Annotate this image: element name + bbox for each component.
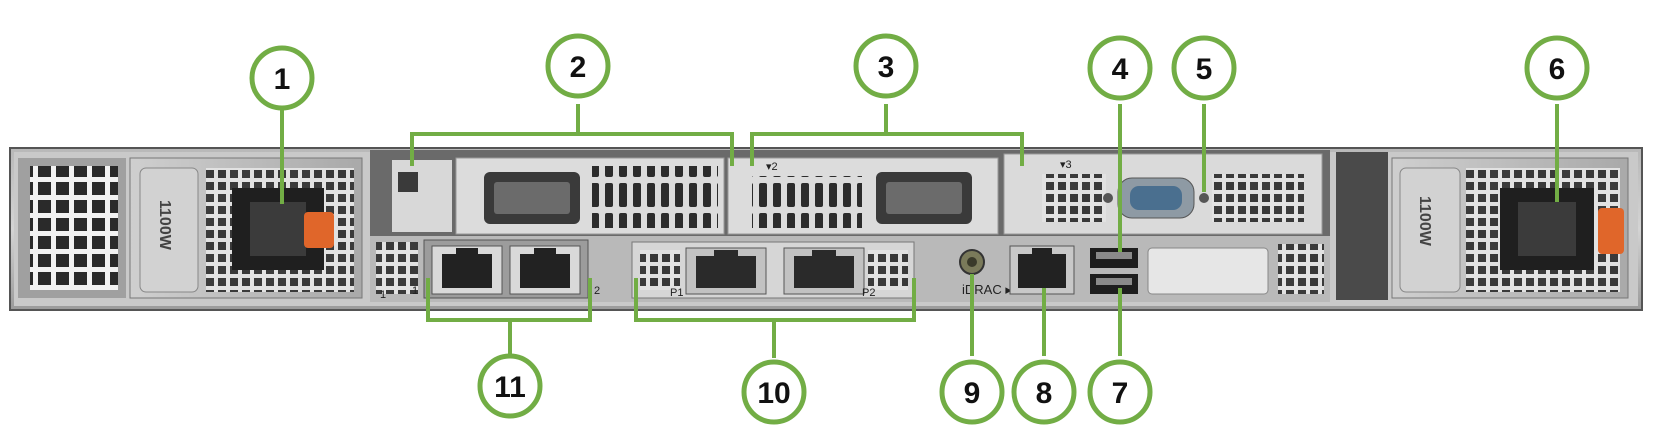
psu-2-wattage: 1100W bbox=[1416, 196, 1433, 247]
psu-bay-1-label: 1 bbox=[380, 289, 386, 301]
callout-2-label: 2 bbox=[570, 51, 587, 84]
callout-leaders bbox=[280, 104, 1559, 358]
psu-2-handle bbox=[1399, 167, 1461, 293]
right-psu-latch-area bbox=[1336, 152, 1388, 300]
serial-port-connector bbox=[1130, 186, 1182, 210]
callout-10-label: 10 bbox=[757, 377, 790, 410]
lom-port-2-label: 2 bbox=[594, 285, 600, 297]
right-psu-area: 1100W bbox=[1336, 152, 1629, 300]
callout-markers: 1 2 3 4 5 6 7 8 bbox=[249, 33, 1590, 425]
psu-2-ac-socket bbox=[1518, 202, 1576, 256]
callout-11: 11 bbox=[477, 353, 543, 419]
callout-7-label: 7 bbox=[1112, 377, 1129, 410]
psu-2-release-tab bbox=[1598, 208, 1624, 254]
lom-port-1 bbox=[431, 245, 503, 295]
left-vent-grill bbox=[30, 166, 118, 290]
usb-port-upper bbox=[1090, 248, 1138, 268]
callout-6-label: 6 bbox=[1549, 53, 1566, 86]
psu-1-handle bbox=[139, 167, 199, 293]
left-psu-area: 1100W bbox=[18, 157, 363, 299]
psu-1-release-tab bbox=[304, 212, 334, 248]
callout-5: 5 bbox=[1171, 35, 1237, 101]
psu-1-ac-socket bbox=[250, 202, 306, 256]
ocp-port-1 bbox=[685, 247, 767, 295]
psu-1-wattage: 1100W bbox=[156, 200, 173, 251]
callout-2: 2 bbox=[545, 33, 611, 99]
callout-3-label: 3 bbox=[878, 51, 895, 84]
callout-4-label: 4 bbox=[1112, 53, 1129, 86]
riser-3-label: ▾3 bbox=[1060, 159, 1072, 171]
callout-5-label: 5 bbox=[1196, 53, 1213, 86]
callout-11-label: 11 bbox=[494, 371, 526, 404]
ocp-port-2 bbox=[783, 247, 865, 295]
callout-6: 6 bbox=[1524, 35, 1590, 101]
riser-area: ▾2 ▾3 bbox=[370, 150, 1330, 236]
callout-9-label: 9 bbox=[964, 377, 981, 410]
ocp-port-1-label: P1 bbox=[670, 287, 683, 299]
riser-blank-left bbox=[392, 160, 452, 232]
lom-port-2 bbox=[509, 245, 581, 295]
io-area: 1 1 2 P1 P2 bbox=[370, 236, 1366, 302]
callout-8: 8 bbox=[1011, 359, 1077, 425]
callout-1-label: 1 bbox=[274, 63, 291, 96]
ocp-port-2-label: P2 bbox=[862, 287, 875, 299]
vga-blank-cover bbox=[1147, 247, 1269, 295]
riser-2-vent bbox=[592, 166, 718, 228]
usb-port-lower bbox=[1090, 274, 1138, 294]
callout-10: 10 bbox=[741, 359, 807, 425]
callout-8-label: 8 bbox=[1036, 377, 1053, 410]
lom-port-1-label: 1 bbox=[412, 285, 418, 297]
riser-2-label: ▾2 bbox=[766, 161, 778, 173]
idrac-label: iDRAC ▸ bbox=[962, 282, 1012, 297]
callout-9: 9 bbox=[939, 359, 1005, 425]
callout-7: 7 bbox=[1087, 359, 1153, 425]
callout-4: 4 bbox=[1087, 35, 1153, 101]
idrac-dedicated-port bbox=[1009, 245, 1075, 295]
riser-3-vent bbox=[752, 176, 862, 228]
callout-1: 1 bbox=[249, 45, 315, 111]
callout-3: 3 bbox=[853, 33, 919, 99]
bracket-2 bbox=[410, 132, 734, 166]
